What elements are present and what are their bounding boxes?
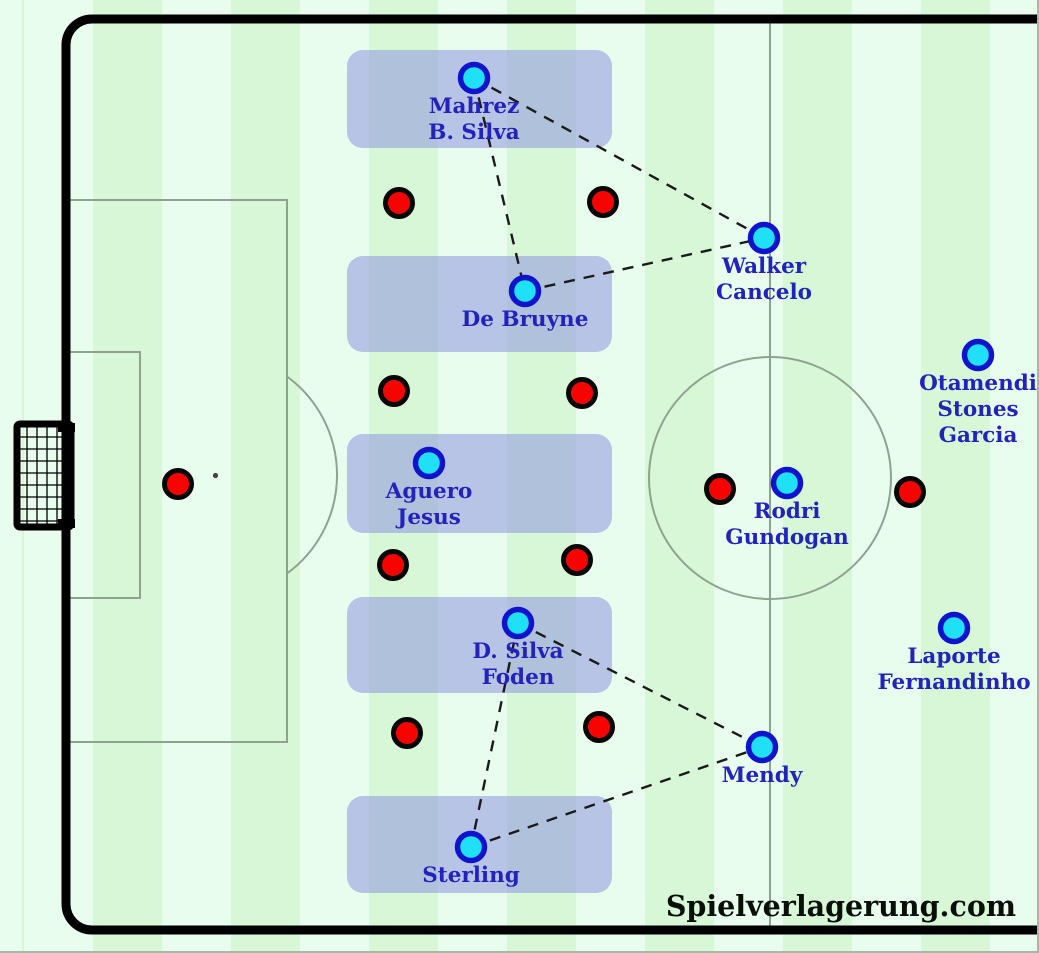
opponent-player-4	[566, 377, 598, 409]
player-label-line: Aguero	[385, 479, 473, 504]
connection-line-debruyne-walker	[524, 236, 765, 293]
opponent-player-8	[377, 549, 409, 581]
city-player-walker	[747, 221, 781, 255]
connections-layer	[469, 76, 765, 849]
player-label-line: Garcia	[938, 423, 1018, 448]
player-label-line: Stones	[937, 397, 1019, 422]
center-circle	[648, 356, 892, 600]
city-player-mahrez	[457, 61, 491, 95]
player-label-line: Foden	[481, 665, 555, 690]
player-label-line: Cancelo	[716, 280, 812, 305]
connection-line-dsilva-sterling	[469, 622, 520, 848]
player-label-line: Otamendi	[919, 371, 1037, 396]
penalty-spot	[212, 472, 219, 479]
goal-frame	[13, 420, 75, 531]
city-player-debruyne	[508, 274, 542, 308]
connection-line-dsilva-mendy	[517, 621, 763, 749]
city-player-laporte	[937, 611, 971, 645]
opponent-player-2	[587, 186, 619, 218]
player-label-line: Fernandinho	[877, 670, 1031, 695]
opponent-player-6	[704, 473, 736, 505]
opponent-player-10	[391, 717, 423, 749]
player-label-sterling: Sterling	[422, 863, 519, 889]
player-label-line: Rodri	[753, 499, 821, 524]
player-label-debruyne: De Bruyne	[462, 307, 589, 333]
city-player-rodri	[770, 466, 804, 500]
halfspace-zone-2	[347, 256, 612, 352]
city-player-sterling	[454, 830, 488, 864]
player-label-line: Jesus	[397, 505, 461, 530]
opponent-player-3	[378, 375, 410, 407]
player-label-mendy: Mendy	[722, 763, 803, 789]
connection-line-mahrez-walker	[473, 76, 765, 240]
opponent-player-1	[383, 187, 415, 219]
players-layer	[162, 61, 995, 864]
opponent-player-7	[894, 476, 926, 508]
opponent-player-11	[583, 711, 615, 743]
city-player-dsilva	[501, 606, 535, 640]
player-label-line: Mahrez	[428, 94, 520, 119]
six-yard-box	[70, 351, 141, 599]
player-label-line: D. Silva	[472, 639, 564, 664]
opponent-player-9	[561, 544, 593, 576]
penalty-area	[70, 199, 288, 743]
penalty-arc	[286, 375, 338, 575]
pitch-border	[61, 14, 1037, 935]
halfspace-zone-4	[347, 597, 612, 693]
player-label-line: Mendy	[721, 763, 803, 788]
opponent-player-5	[162, 468, 194, 500]
city-player-aguero	[412, 446, 446, 480]
player-label-line: B. Silva	[428, 120, 520, 145]
city-player-mendy	[745, 730, 779, 764]
player-label-line: Walker	[721, 254, 807, 279]
player-label-line: De Bruyne	[461, 307, 589, 332]
connection-line-mahrez-debruyne	[472, 77, 527, 292]
city-player-otamendi	[961, 338, 995, 372]
player-label-line: Gundogan	[725, 525, 849, 550]
player-label-line: Sterling	[422, 863, 520, 888]
pitch-markings	[70, 23, 892, 926]
watermark: Spielverlagerung.com	[665, 889, 1016, 923]
player-label-line: Laporte	[907, 644, 1001, 669]
halfspace-zone-3	[347, 434, 612, 533]
